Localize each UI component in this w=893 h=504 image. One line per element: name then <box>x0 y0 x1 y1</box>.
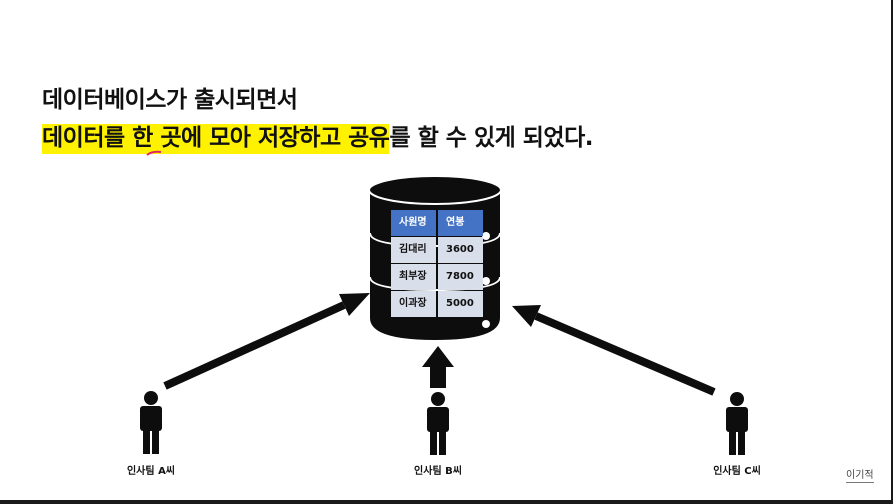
table-cell: 3600 <box>438 237 483 263</box>
person-label-b: 인사팀 B씨 <box>414 466 462 477</box>
table-header-salary: 연봉 <box>438 210 483 236</box>
arrow-from-b <box>422 346 454 388</box>
headline-line-1: 데이터베이스가 출시되면서 <box>42 87 298 113</box>
table-header-name: 사원명 <box>391 210 436 236</box>
headline-line-2: 데이터를 한 곳에 모아 저장하고 공유를 할 수 있게 되었다. <box>42 118 593 154</box>
watermark-logo: 이기적 <box>846 466 874 483</box>
table-cell: 이과장 <box>391 291 436 317</box>
person-label-c: 인사팀 C씨 <box>713 466 761 477</box>
table-cell: 김대리 <box>391 237 436 263</box>
red-underline-mark <box>146 150 162 156</box>
person-icon-c <box>726 392 748 455</box>
person-icon-a <box>140 391 162 454</box>
person-icon-b <box>427 392 449 455</box>
table-cell: 7800 <box>438 264 483 290</box>
arrow-from-c <box>512 305 716 396</box>
highlighted-phrase: 데이터를 한 곳에 모아 저장하고 공유 <box>42 124 390 154</box>
table-cell: 최부장 <box>391 264 436 290</box>
headline-line-2-rest: 를 할 수 있게 되었다. <box>389 125 593 151</box>
table-cell: 5000 <box>438 291 483 317</box>
arrow-from-a <box>163 293 370 390</box>
person-label-a: 인사팀 A씨 <box>126 466 176 477</box>
